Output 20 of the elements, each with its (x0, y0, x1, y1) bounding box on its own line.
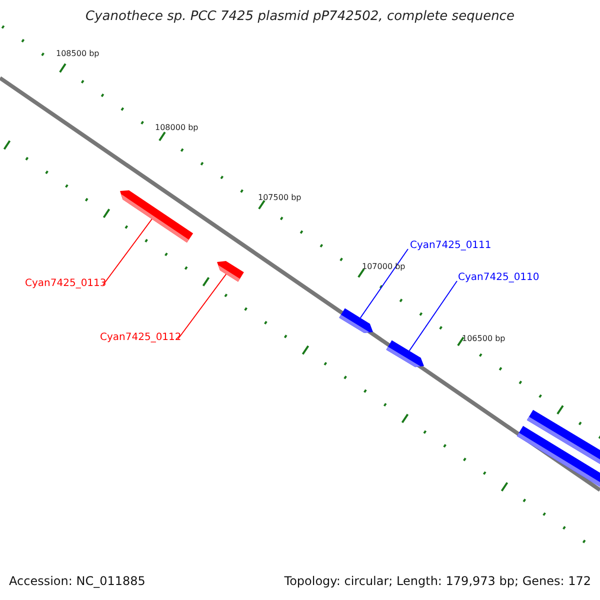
leader-line (102, 218, 152, 286)
sequence-info: Topology: circular; Length: 179,973 bp; Genes: 172 (284, 575, 591, 588)
accession-text: Accession: NC_011885 (9, 575, 146, 588)
scale-label: 108000 bp (155, 124, 198, 133)
gene-label: Cyan7425_0113 (25, 278, 106, 289)
gene-label: Cyan7425_0112 (100, 332, 182, 343)
scale-label: 106500 bp (462, 335, 506, 344)
leader-line (408, 280, 458, 352)
gene-arrow (217, 261, 244, 282)
leader-line (360, 248, 408, 318)
diagram-title: Cyanothece sp. PCC 7425 plasmid pP742502, complete sequence (84, 10, 516, 24)
scale-label: 107000 bp (362, 263, 406, 272)
gene-label: Cyan7425_0110 (458, 272, 540, 283)
leader-line (178, 274, 227, 340)
scale-label: 108500 bp (56, 50, 100, 59)
gene-arrow (386, 340, 424, 368)
gene-arrow (120, 190, 194, 243)
gene-arrow (339, 308, 373, 333)
scale-label: 107500 bp (258, 194, 302, 203)
gene-label: Cyan7425_0111 (410, 240, 492, 251)
